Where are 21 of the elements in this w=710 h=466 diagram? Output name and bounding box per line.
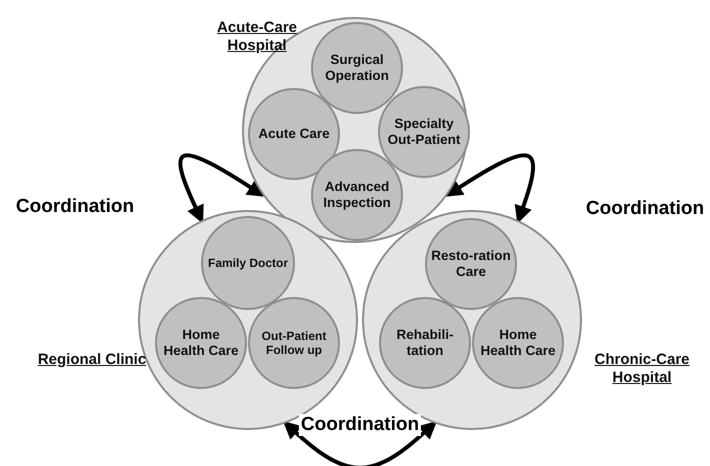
circle	[311, 149, 403, 241]
circle-label: Family Doctor	[206, 256, 289, 270]
circle-label: Home Health Care	[162, 326, 240, 360]
circle-label: Out-Patient Follow up	[260, 328, 328, 358]
circle-label: Advanced Inspection	[322, 178, 392, 212]
heading: Acute-Care Hospital	[216, 19, 298, 55]
circle-label: Resto-ration Care	[430, 248, 512, 280]
edge-label: Coordination	[298, 414, 422, 436]
circle	[378, 86, 470, 178]
circle-label: Surgical Operation	[324, 52, 390, 84]
circle-label: Acute Care	[257, 126, 331, 142]
circle-label: Home Health Care	[479, 326, 557, 360]
circle-label: Rehabili-tation	[395, 326, 454, 360]
heading: Chronic-Care Hospital	[593, 351, 691, 387]
circle	[248, 88, 340, 180]
double-arrow	[178, 153, 266, 224]
double-arrow	[444, 153, 536, 224]
heading: Regional Clinic	[36, 351, 148, 369]
circle-label: Specialty Out-Patient	[386, 116, 462, 148]
double-arrow	[282, 420, 438, 466]
circle	[311, 22, 403, 114]
